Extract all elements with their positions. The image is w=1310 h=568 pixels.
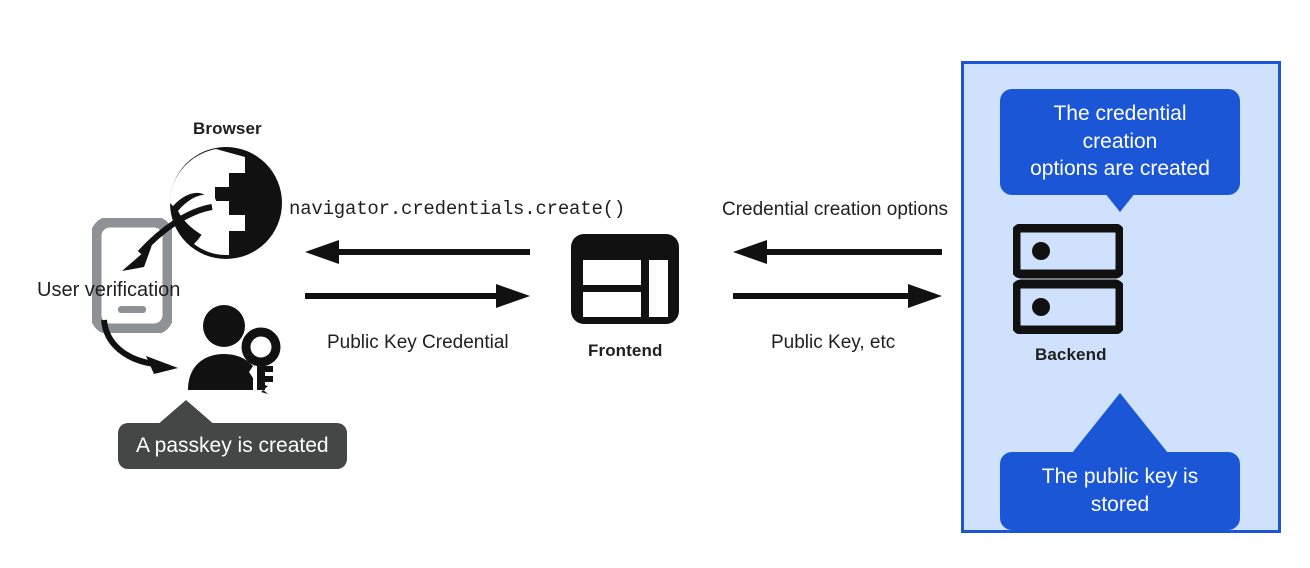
backend-label: Backend [1035, 345, 1107, 364]
frontend-label: Frontend [588, 341, 663, 360]
server-rack-icon [1013, 224, 1123, 334]
backend-bottom-callout-line-1: The public key is [1041, 465, 1199, 488]
globe-icon [166, 143, 286, 263]
backend-bottom-callout: The public key is stored [1000, 452, 1240, 531]
person-with-key-icon [182, 304, 287, 394]
passkey-callout: A passkey is created [118, 423, 347, 470]
browser-label: Browser [193, 119, 262, 138]
passkey-callout-tail [156, 400, 216, 426]
arrow-frontend-to-browser [305, 240, 530, 266]
arrow-backend-to-frontend [733, 240, 942, 266]
message-navigator-credentials-create: navigator.credentials.create() [289, 198, 626, 220]
web-layout-icon [569, 232, 681, 326]
arrow-browser-to-frontend [305, 284, 530, 310]
arrow-frontend-to-backend [733, 284, 942, 310]
backend-top-callout: The credential creation options are crea… [1000, 89, 1240, 196]
backend-top-callout-line-1: The credential creation [1053, 102, 1187, 153]
backend-bottom-callout-tail [1072, 393, 1168, 453]
message-credential-creation-options: Credential creation options [722, 199, 949, 220]
phone-to-user-arrow [98, 316, 208, 386]
browser-to-phone-arrow [100, 195, 220, 285]
user-verification-label: User verification [37, 279, 181, 301]
message-public-key-etc: Public Key, etc [771, 332, 896, 353]
backend-top-callout-line-2: options are created [1030, 157, 1210, 181]
message-public-key-credential: Public Key Credential [327, 332, 509, 353]
smartphone-icon [92, 218, 172, 333]
backend-bottom-callout-line-2: stored [1090, 492, 1150, 516]
